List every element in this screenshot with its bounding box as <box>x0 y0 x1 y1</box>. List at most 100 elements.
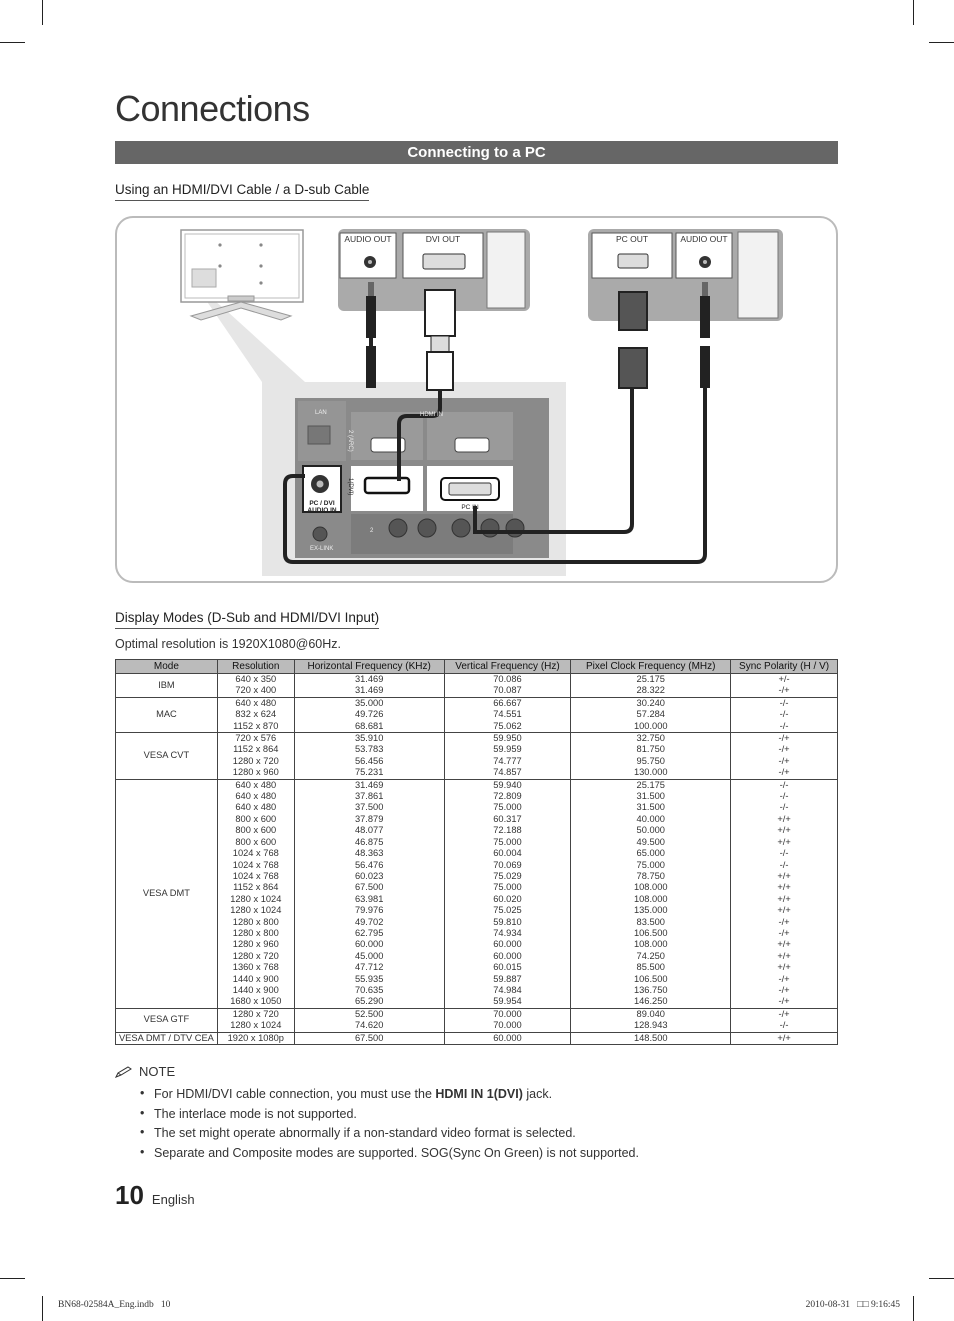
cell-value: 70.069 <box>493 859 522 870</box>
cell-value: 89.040 <box>636 1008 665 1019</box>
cell-value: -/+ <box>778 927 790 938</box>
value-cell: +/--/+ <box>730 673 838 698</box>
cell-value: 832 x 624 <box>235 709 277 720</box>
cell-value: +/+ <box>777 1032 791 1043</box>
cell-value: 640 x 480 <box>235 791 277 802</box>
cell-value: 75.000 <box>493 882 522 893</box>
mode-cell: VESA DMT / DTV CEA <box>115 1032 218 1046</box>
dvi-plug-icon <box>424 289 456 391</box>
cell-value: 1280 x 960 <box>232 939 279 950</box>
cell-value: 37.500 <box>354 802 384 813</box>
cell-value: 1440 x 900 <box>232 984 279 995</box>
crop-mark <box>42 0 43 25</box>
cell-value: 30.240 <box>636 697 665 708</box>
cell-value: 46.875 <box>354 836 384 847</box>
cell-value: 31.500 <box>636 802 665 813</box>
optimal-resolution: Optimal resolution is 1920X1080@60Hz. <box>115 637 342 651</box>
cell-value: -/- <box>779 1020 789 1031</box>
cell-value: -/- <box>779 791 789 802</box>
cell-value: 1152 x 864 <box>233 744 279 755</box>
cell-value: 79.976 <box>354 905 384 916</box>
cell-value: 1152 x 864 <box>233 882 279 893</box>
crop-mark <box>0 42 25 43</box>
cell-value: 1280 x 960 <box>232 767 279 778</box>
value-cell: 148.500 <box>570 1032 732 1046</box>
pc1-connector-panel <box>338 229 530 311</box>
pc1-dvi-out-label: DVI OUT <box>426 234 460 244</box>
note-list: For HDMI/DVI cable connection, you must … <box>115 1086 838 1160</box>
cell-value: -/+ <box>778 755 790 766</box>
cell-value: 74.777 <box>493 755 522 766</box>
cell-value: 108.000 <box>633 939 668 950</box>
mode-cell: MAC <box>115 697 218 734</box>
cell-value: 67.500 <box>354 882 384 893</box>
value-cell: 60.000 <box>443 1032 572 1046</box>
cell-value: 85.500 <box>636 962 665 973</box>
cell-value: 1440 x 900 <box>232 973 279 984</box>
hdmi-port-2-label: 2 (ARC) <box>347 430 353 452</box>
value-cell: -/--/--/- <box>730 697 838 734</box>
cell-value: 31.469 <box>354 674 384 684</box>
cell-value: 70.635 <box>354 984 384 995</box>
cell-value: 28.322 <box>636 685 665 696</box>
note-text: For HDMI/DVI cable connection, you must … <box>154 1087 436 1101</box>
cell-value: 75.062 <box>493 720 522 731</box>
cell-value: 60.317 <box>493 813 522 824</box>
pc2-audio-out-label: AUDIO OUT <box>680 234 727 244</box>
hdmi-port-1-label: 1(DVI) <box>347 478 353 495</box>
cell-value: 78.750 <box>636 870 665 881</box>
cell-value: -/- <box>779 709 789 720</box>
cell-value: 800 x 600 <box>235 825 277 836</box>
cell-value: 52.500 <box>354 1008 384 1019</box>
tv-back-icon <box>180 229 304 321</box>
cell-value: 56.456 <box>354 755 384 766</box>
pencil-icon <box>115 1065 132 1078</box>
cell-value: 146.250 <box>633 996 668 1007</box>
note-text: jack. <box>522 1087 553 1101</box>
table-header-cell: Sync Polarity (H / V) <box>730 659 838 674</box>
cell-value: +/- <box>778 674 790 684</box>
cell-value: +/+ <box>777 939 791 950</box>
tv-panel <box>295 398 549 558</box>
cell-value: 67.500 <box>354 1032 384 1043</box>
cell-value: 136.750 <box>633 984 668 995</box>
cell-value: 74.984 <box>493 984 522 995</box>
crop-mark <box>0 1278 25 1279</box>
cell-value: 47.712 <box>354 962 384 973</box>
note-header: NOTE <box>115 1064 838 1079</box>
cell-value: +/+ <box>777 950 791 961</box>
cell-value: 1280 x 720 <box>232 950 279 961</box>
ex-link-label: EX-LINK <box>310 546 333 552</box>
cell-value: 135.000 <box>633 905 668 916</box>
cell-value: 800 x 600 <box>235 836 277 847</box>
cell-value: 720 x 400 <box>235 685 277 696</box>
cell-value: +/+ <box>777 836 791 847</box>
cell-value: -/+ <box>778 733 790 744</box>
cell-value: +/+ <box>777 870 791 881</box>
cell-value: -/+ <box>778 973 790 984</box>
section-title: Connecting to a PC <box>115 141 838 164</box>
cell-value: 1920 x 1080p <box>227 1032 284 1043</box>
pc-in-label: PC IN <box>461 504 479 511</box>
cell-value: 83.500 <box>636 916 665 927</box>
cell-value: 59.954 <box>493 996 522 1007</box>
table-header-cell: Horizontal Frequency (KHz) <box>293 659 445 674</box>
cell-value: -/- <box>779 859 789 870</box>
cell-value: 1280 x 1024 <box>230 893 282 904</box>
cell-value: +/+ <box>777 882 791 893</box>
cell-value: 106.500 <box>633 973 668 984</box>
cell-value: 74.620 <box>354 1020 384 1031</box>
cell-value: -/- <box>779 720 789 731</box>
cell-value: 25.175 <box>636 674 665 684</box>
cell-value: 60.020 <box>493 893 522 904</box>
av-number-label: 2 <box>370 528 374 534</box>
